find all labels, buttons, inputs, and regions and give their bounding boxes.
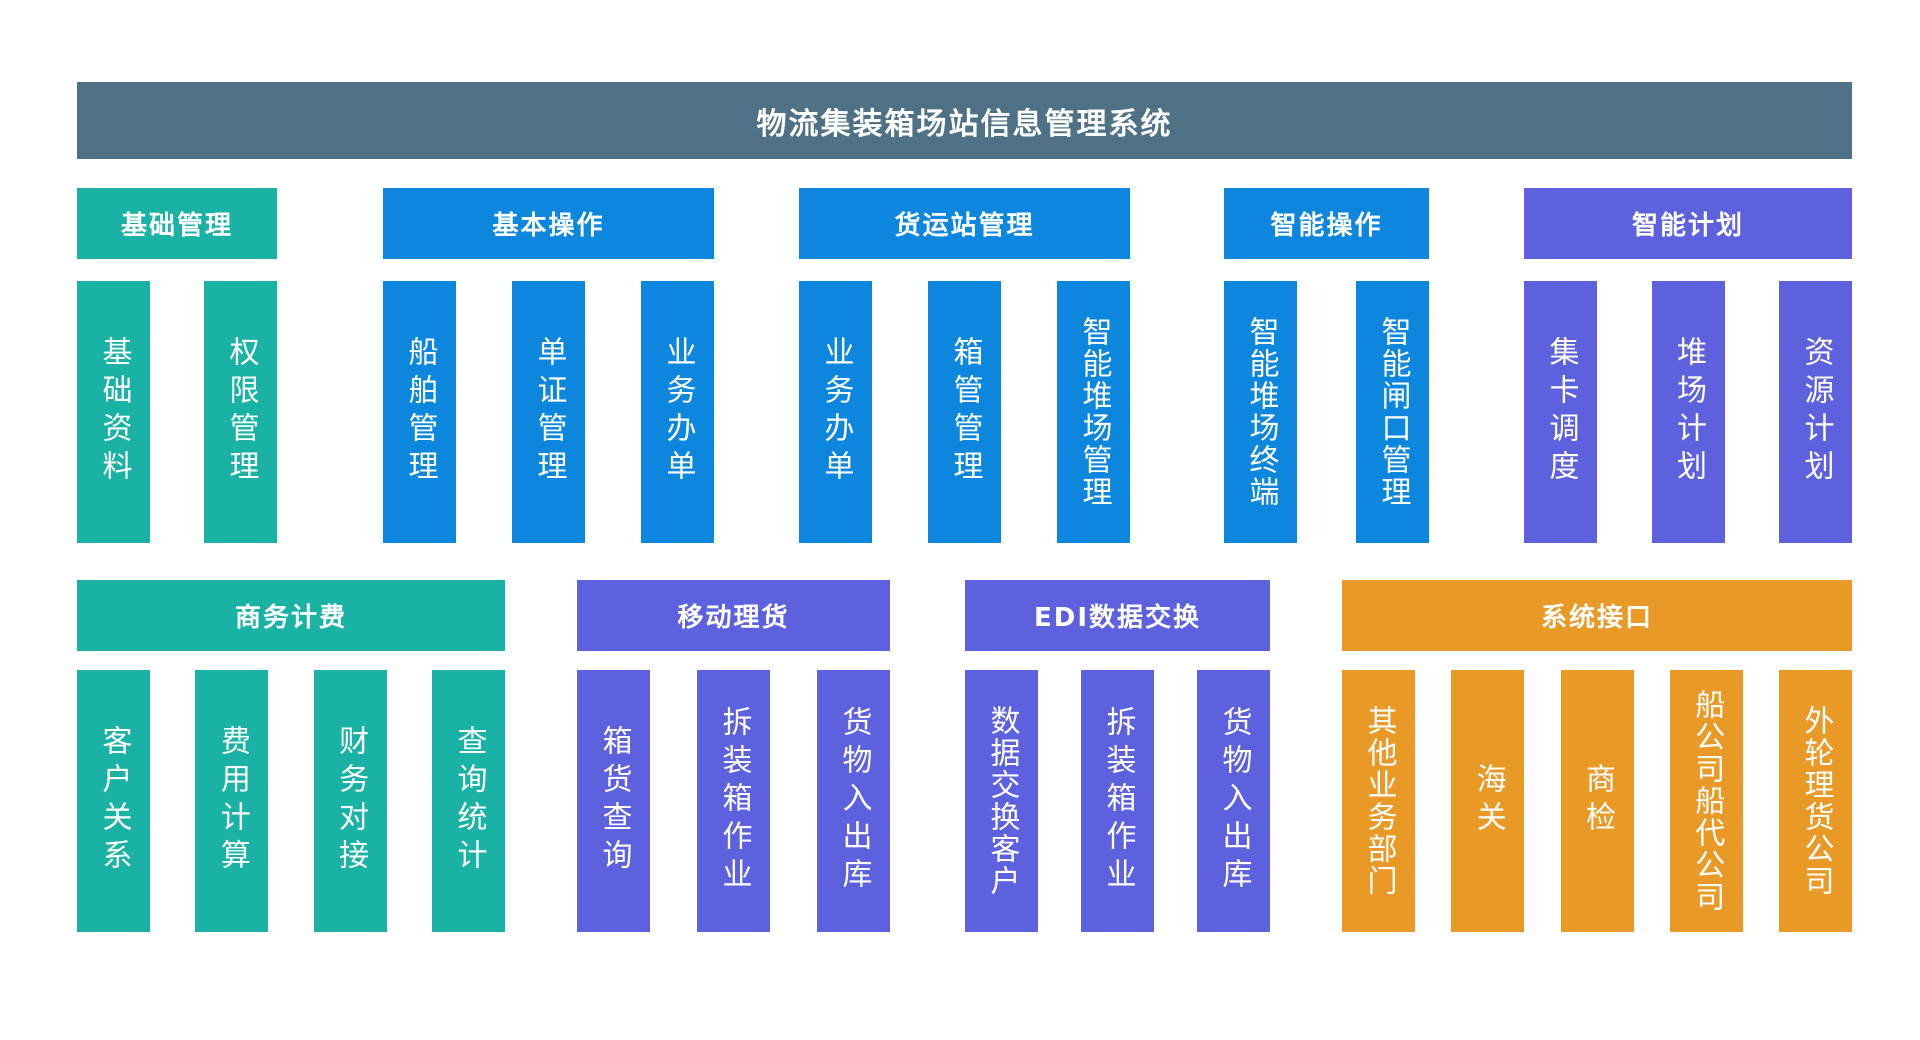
module-label: 船舶管理	[402, 336, 438, 488]
group-header-label: 基础管理	[120, 211, 233, 241]
group-header-mobile-tally: 移动理货	[577, 580, 890, 651]
module-label: 海关	[1470, 763, 1506, 839]
module-basic-operations-1: 船舶管理	[383, 281, 456, 543]
group-commerce-billing: 商务计费 客户关系 费用计算 财务对接 查询统计	[77, 580, 505, 932]
module-basic-operations-3: 业务办单	[641, 281, 714, 543]
module-freight-station-mgmt-1: 业务办单	[799, 281, 872, 543]
group-header-label: 智能操作	[1270, 211, 1383, 241]
module-label: 智能堆场管理	[1076, 316, 1112, 508]
group-columns-basic-operations: 船舶管理 单证管理 业务办单	[383, 281, 714, 543]
group-header-label: 商务计费	[234, 603, 347, 633]
module-label: 资源计划	[1798, 336, 1834, 488]
module-label: 财务对接	[333, 725, 369, 877]
module-commerce-billing-1: 客户关系	[77, 670, 150, 932]
module-label: 拆装箱作业	[716, 706, 752, 896]
module-label: 基础资料	[96, 336, 132, 488]
module-label: 集卡调度	[1543, 336, 1579, 488]
group-system-interface: 系统接口 其他业务部门 海关 商检 船公司船代公司 外轮理货公司	[1342, 580, 1852, 932]
group-header-commerce-billing: 商务计费	[77, 580, 505, 651]
module-mobile-tally-2: 拆装箱作业	[697, 670, 770, 932]
module-mobile-tally-3: 货物入出库	[817, 670, 890, 932]
module-system-interface-2: 海关	[1451, 670, 1525, 932]
group-header-label: 智能计划	[1631, 211, 1744, 241]
module-label: 客户关系	[96, 725, 132, 877]
group-columns-commerce-billing: 客户关系 费用计算 财务对接 查询统计	[77, 670, 505, 932]
module-commerce-billing-3: 财务对接	[313, 670, 387, 932]
module-label: 箱管管理	[947, 336, 983, 488]
group-columns-smart-planning: 集卡调度 堆场计划 资源计划	[1524, 281, 1852, 543]
group-freight-station-mgmt: 货运站管理 业务办单 箱管管理 智能堆场管理	[799, 188, 1130, 543]
group-smart-operations: 智能操作 智能堆场终端 智能闸口管理	[1224, 188, 1429, 543]
group-header-edi-data-exchange: EDI数据交换	[965, 580, 1270, 651]
module-label: 货物入出库	[1216, 706, 1252, 896]
group-columns-mobile-tally: 箱货查询 拆装箱作业 货物入出库	[577, 670, 890, 932]
module-label: 船公司船代公司	[1689, 689, 1725, 913]
group-header-basic-operations: 基本操作	[383, 188, 714, 259]
module-label: 堆场计划	[1671, 336, 1706, 488]
module-label: 查询统计	[451, 725, 487, 877]
group-edi-data-exchange: EDI数据交换 数据交换客户 拆装箱作业 货物入出库	[965, 580, 1270, 932]
module-smart-operations-1: 智能堆场终端	[1224, 281, 1297, 543]
group-columns-smart-operations: 智能堆场终端 智能闸口管理	[1224, 281, 1429, 543]
module-edi-data-exchange-1: 数据交换客户	[965, 670, 1038, 932]
group-basic-operations: 基本操作 船舶管理 单证管理 业务办单	[383, 188, 714, 543]
group-header-freight-station-mgmt: 货运站管理	[799, 188, 1130, 259]
module-basic-management-2: 权限管理	[204, 281, 277, 543]
group-header-label: 基本操作	[492, 211, 605, 241]
group-columns-system-interface: 其他业务部门 海关 商检 船公司船代公司 外轮理货公司	[1342, 670, 1852, 932]
group-header-label: 移动理货	[677, 603, 790, 633]
module-system-interface-5: 外轮理货公司	[1779, 670, 1852, 932]
module-label: 其他业务部门	[1361, 705, 1397, 897]
group-columns-basic-management: 基础资料 权限管理	[77, 281, 277, 543]
module-freight-station-mgmt-3: 智能堆场管理	[1057, 281, 1130, 543]
module-system-interface-3: 商检	[1560, 670, 1634, 932]
module-label: 货物入出库	[836, 706, 872, 896]
module-label: 权限管理	[223, 336, 259, 488]
module-system-interface-4: 船公司船代公司	[1669, 670, 1743, 932]
module-label: 智能闸口管理	[1375, 316, 1411, 508]
module-smart-planning-3: 资源计划	[1779, 281, 1852, 543]
module-label: 箱货查询	[596, 725, 632, 877]
module-commerce-billing-4: 查询统计	[431, 670, 505, 932]
group-header-label: 系统接口	[1540, 603, 1653, 633]
module-edi-data-exchange-2: 拆装箱作业	[1081, 670, 1154, 932]
group-columns-edi-data-exchange: 数据交换客户 拆装箱作业 货物入出库	[965, 670, 1270, 932]
module-label: 数据交换客户	[984, 705, 1020, 897]
module-label: 业务办单	[818, 336, 854, 488]
group-header-smart-planning: 智能计划	[1524, 188, 1852, 259]
module-smart-operations-2: 智能闸口管理	[1356, 281, 1429, 543]
module-basic-operations-2: 单证管理	[512, 281, 585, 543]
group-columns-freight-station-mgmt: 业务办单 箱管管理 智能堆场管理	[799, 281, 1130, 543]
module-label: 拆装箱作业	[1100, 706, 1136, 896]
module-label: 智能堆场终端	[1243, 316, 1279, 508]
group-basic-management: 基础管理 基础资料 权限管理	[77, 188, 277, 543]
title-bar: 物流集装箱场站信息管理系统	[77, 82, 1852, 159]
group-header-system-interface: 系统接口	[1342, 580, 1852, 651]
group-header-basic-management: 基础管理	[77, 188, 277, 259]
module-mobile-tally-1: 箱货查询	[577, 670, 650, 932]
group-header-label: EDI数据交换	[1033, 603, 1202, 633]
group-mobile-tally: 移动理货 箱货查询 拆装箱作业 货物入出库	[577, 580, 890, 932]
module-label: 单证管理	[531, 336, 567, 488]
group-smart-planning: 智能计划 集卡调度 堆场计划 资源计划	[1524, 188, 1852, 543]
module-basic-management-1: 基础资料	[77, 281, 150, 543]
module-freight-station-mgmt-2: 箱管管理	[928, 281, 1001, 543]
diagram-title: 物流集装箱场站信息管理系统	[756, 106, 1173, 142]
group-header-smart-operations: 智能操作	[1224, 188, 1429, 259]
module-label: 商检	[1580, 763, 1615, 839]
group-header-label: 货运站管理	[894, 211, 1035, 241]
module-label: 外轮理货公司	[1798, 705, 1834, 897]
module-commerce-billing-2: 费用计算	[195, 670, 269, 932]
module-smart-planning-2: 堆场计划	[1651, 281, 1725, 543]
module-label: 业务办单	[660, 336, 696, 488]
module-label: 费用计算	[214, 725, 250, 877]
module-edi-data-exchange-3: 货物入出库	[1197, 670, 1270, 932]
module-system-interface-1: 其他业务部门	[1342, 670, 1415, 932]
module-smart-planning-1: 集卡调度	[1524, 281, 1597, 543]
